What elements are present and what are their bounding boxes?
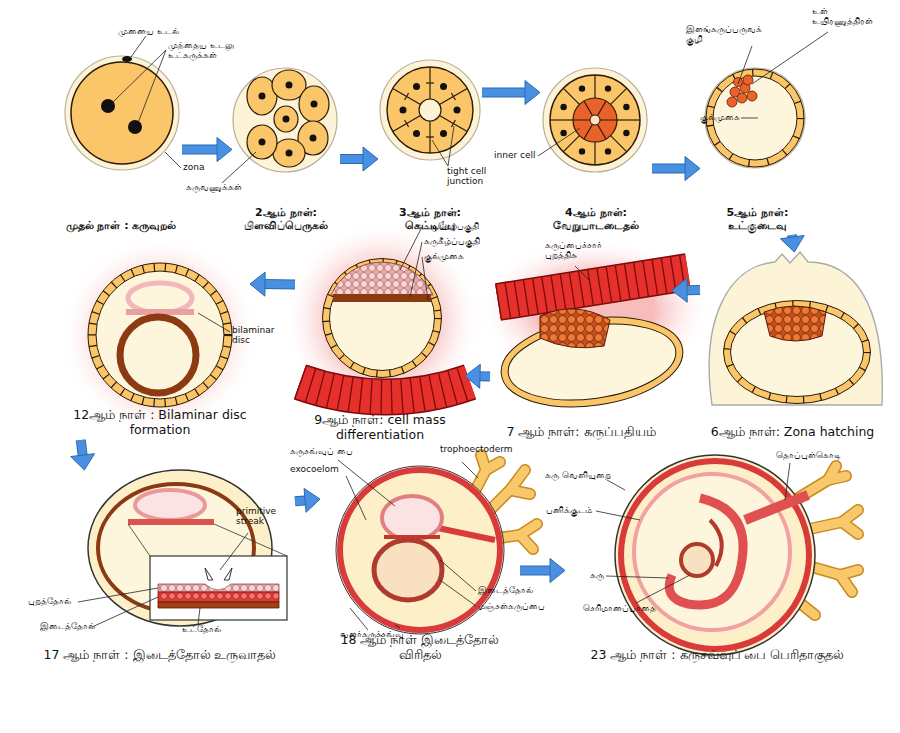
stage-caption: 7 ஆம் நாள்: கருப்பதியம் (506, 424, 655, 439)
callout-label: இளங்கருப்பருவக் குழி (686, 24, 756, 45)
stage-box: 3ஆம் நாள்: கெட்டிப்பு (378, 45, 482, 235)
flow-arrow (71, 440, 95, 470)
stage-caption: முதல் நாள் : கருவுறல் (66, 219, 177, 232)
callout-label: இடைத்தோல் (478, 585, 533, 595)
flow-arrow (482, 81, 540, 105)
callout-label: இடைத்தோல் (40, 621, 95, 631)
callout-label: குல்முகை (424, 251, 464, 261)
callout-label: zona (183, 162, 204, 172)
callout-label: குல்முகை (700, 112, 740, 122)
stage-caption: 17 ஆம் நாள் : இடைத்தோல் உருவாதல் (44, 647, 277, 662)
stage-caption: 12ஆம் நாள் : Bilaminar disc formation (70, 407, 250, 437)
flow-arrow (340, 147, 378, 171)
callout-label: கருப்பைச்சார் புறத்திசு (545, 240, 629, 261)
stage-box: 6ஆம் நாள்: Zona hatching (700, 252, 885, 442)
callout-label: trophoectoderm (440, 444, 513, 454)
callout-label: கரு (590, 570, 604, 580)
stage-caption: 6ஆம் நாள்: Zona hatching (711, 424, 875, 439)
callout-label: உட்தோல் (182, 624, 221, 634)
callout-label: bilaminar disc (232, 325, 284, 346)
callout-label: செரிமானப்பாதை (583, 603, 656, 613)
callout-label: கரு வெளியுறை (545, 470, 611, 480)
stage-caption: 4ஆம் நாள்: வேறுபாடடைதல் (540, 206, 652, 232)
callout-label: புறத்தோல் (28, 596, 71, 606)
callout-label: வளர்கருச்சவ்வு (340, 629, 404, 639)
callout-label: கருகீழ்ப்பகுதி (424, 236, 480, 246)
flow-arrow (295, 488, 320, 512)
flow-arrow (672, 278, 700, 302)
stage-box: 2ஆம் நாள்: பிளவிப்பெருகல் (232, 45, 340, 235)
stage-box: 4ஆம் நாள்: வேறுபாடடைதல் (540, 45, 652, 235)
flow-arrow (250, 272, 295, 296)
callout-label: exocoelom (290, 464, 339, 474)
flow-arrow (780, 235, 804, 252)
stage-box: முதல் நாள் : கருவுறல் (60, 45, 182, 235)
callout-label: உள் உயிரணுத்திரள் (812, 6, 886, 27)
flow-arrow (182, 138, 232, 162)
stage-caption: 9ஆம் நாள்: cell mass differentiation (295, 412, 465, 442)
stage-box: 5ஆம் நாள்: உட்குடைவு (700, 45, 815, 235)
stage-box: 23 ஆம் நாள் : கருசவ்வுப் பை பெரிதாகுதல் (565, 455, 870, 665)
callout-label: தொப்புள்கொடி (776, 450, 841, 460)
flow-arrow (652, 157, 700, 181)
callout-label: tight cell junction (447, 166, 505, 187)
stage-caption: 2ஆம் நாள்: பிளவிப்பெருகல் (232, 206, 340, 232)
callout-label: முந்தைய உடலு உட்கருக்கள் (168, 40, 246, 61)
flow-arrow (465, 364, 490, 388)
callout-label: மஞ்சள்கருப்பை (478, 601, 545, 611)
callout-label: கருவணுக்கள் (186, 182, 242, 192)
callout-label: primitive streak (236, 506, 294, 527)
callout-label: பனிக்குடம் (546, 505, 592, 515)
stage-box: 17 ஆம் நாள் : இடைத்தோல் உருவாதல் (25, 470, 295, 665)
callout-label: கருமேற்பகுதி (424, 221, 479, 231)
stage-caption: 5ஆம் நாள்: உட்குடைவு (700, 206, 815, 232)
stage-box: 12ஆம் நாள் : Bilaminar disc formation (70, 240, 250, 440)
flow-arrow (520, 559, 565, 583)
callout-label: முனைய உடல் (118, 26, 179, 36)
callout-label: கருசவ்வுப் பை (290, 446, 353, 456)
stage-caption: 23 ஆம் நாள் : கருசவ்வுப் பை பெரிதாகுதல் (591, 647, 845, 662)
callout-label: inner cell (494, 150, 536, 160)
stage-box: 7 ஆம் நாள்: கருப்பதியம் (490, 255, 672, 442)
